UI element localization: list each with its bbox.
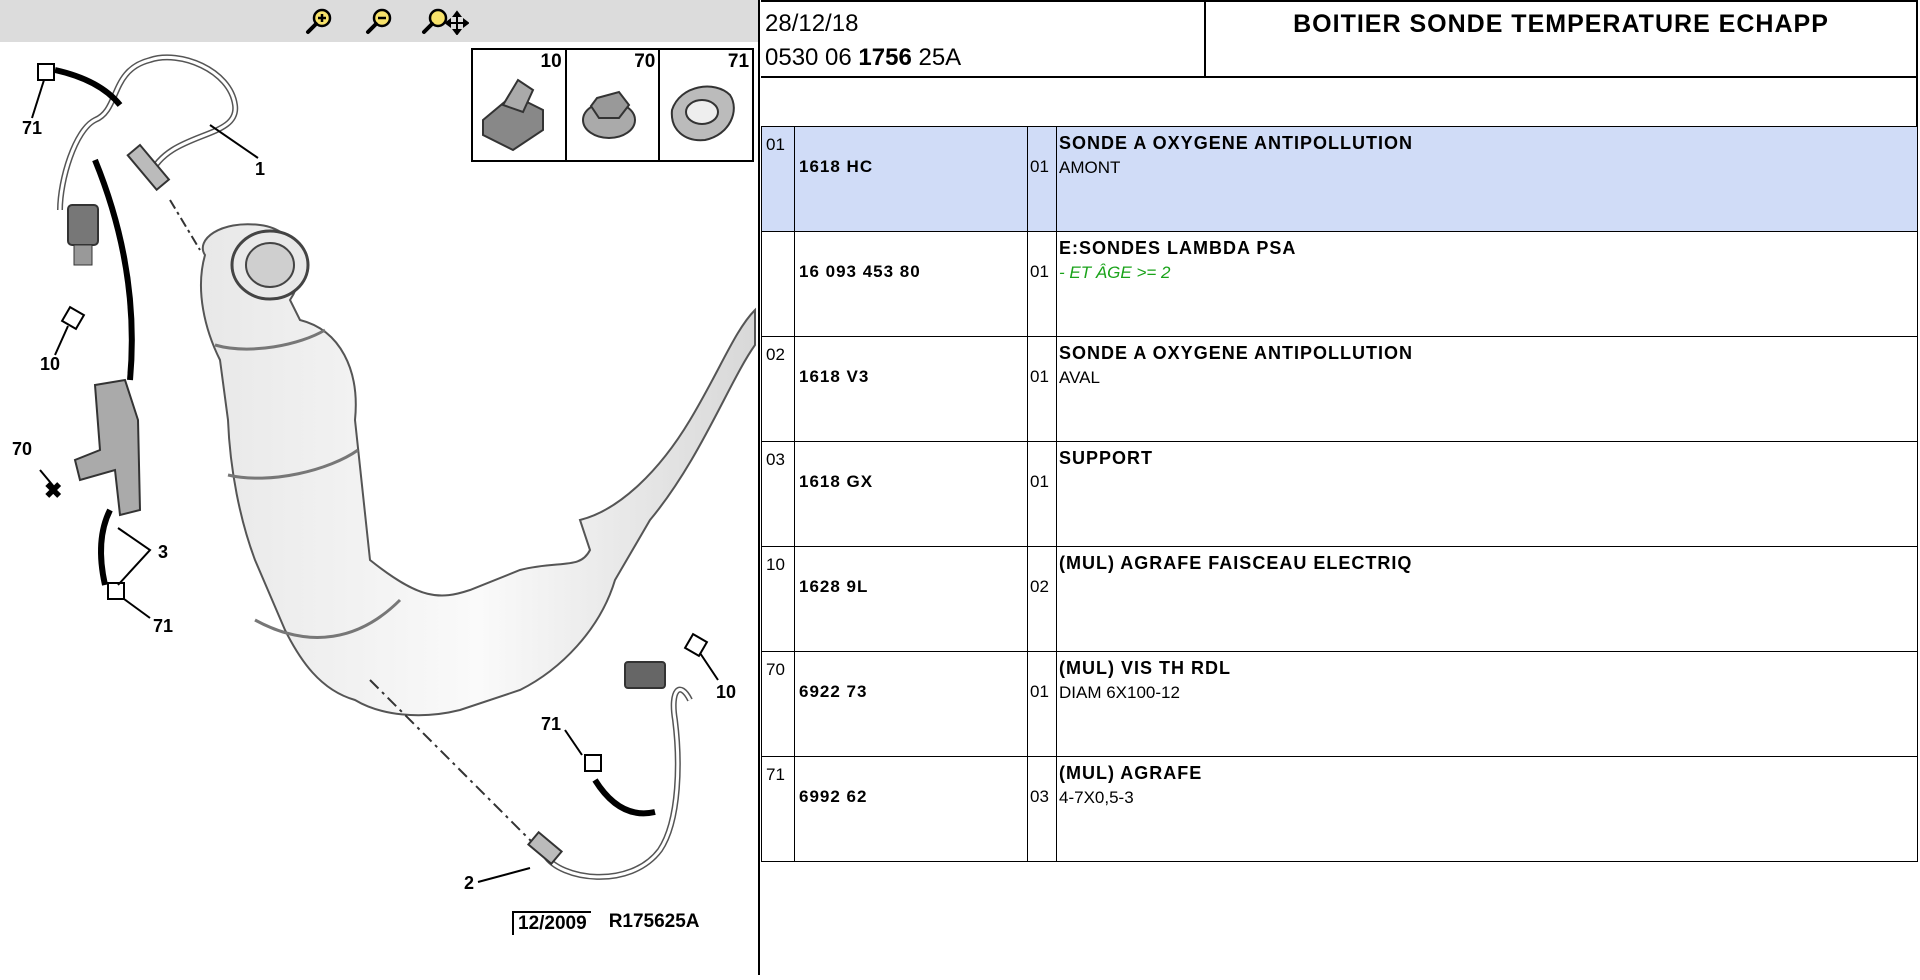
exploded-diagram: ✖ 71 1 10 70 3 71 10 71 2 bbox=[0, 42, 758, 975]
part-desc-sub: - ET ÂGE >= 2 bbox=[1059, 263, 1171, 282]
part-thumbnails: 10 70 71 bbox=[471, 48, 754, 162]
callout-71-a: 71 bbox=[22, 118, 42, 138]
callout-71-c: 71 bbox=[541, 714, 561, 734]
part-qty: 02 bbox=[1027, 546, 1057, 652]
part-desc-sub: 4-7X0,5-3 bbox=[1059, 788, 1134, 807]
part-desc-main: SONDE A OXYGENE ANTIPOLLUTION bbox=[1059, 133, 1414, 153]
part-desc-sub: AMONT bbox=[1059, 158, 1121, 177]
clip-part-icon bbox=[482, 78, 544, 152]
part-ref: 02 bbox=[761, 336, 795, 442]
exhaust-diagram-drawing: ✖ 71 1 10 70 3 71 10 71 2 bbox=[12, 54, 756, 893]
zoom-out-icon bbox=[366, 8, 392, 34]
diagram-pane: ✖ 71 1 10 70 3 71 10 71 2 10 70 bbox=[0, 0, 760, 975]
part-desc-main: E:SONDES LAMBDA PSA bbox=[1059, 238, 1297, 258]
part-desc-main: (MUL) AGRAFE bbox=[1059, 763, 1203, 783]
part-ref: 71 bbox=[761, 756, 795, 862]
part-desc-sub: DIAM 6X100-12 bbox=[1059, 683, 1180, 702]
part-ref: 01 bbox=[761, 126, 795, 232]
callout-10-b: 10 bbox=[716, 682, 736, 702]
diagram-reference: 12/2009 R175625A bbox=[512, 911, 700, 935]
code-prefix: 0530 06 bbox=[765, 44, 859, 71]
callout-3: 3 bbox=[158, 542, 168, 562]
part-desc-main: (MUL) VIS TH RDL bbox=[1059, 658, 1231, 678]
header-code: 0530 06 1756 25A bbox=[765, 44, 961, 72]
part-description: SONDE A OXYGENE ANTIPOLLUTION AVAL bbox=[1056, 336, 1918, 442]
wire-clip-part-icon bbox=[671, 85, 736, 142]
callout-71-b: 71 bbox=[153, 616, 173, 636]
part-desc-main: SONDE A OXYGENE ANTIPOLLUTION bbox=[1059, 343, 1414, 363]
part-number[interactable]: 1618 V3 bbox=[794, 336, 1028, 442]
diagram-code: R175625A bbox=[608, 911, 700, 932]
part-desc-sub: AVAL bbox=[1059, 368, 1100, 387]
thumbnail-number: 71 bbox=[727, 51, 750, 72]
callout-70: 70 bbox=[12, 439, 32, 459]
part-description: SONDE A OXYGENE ANTIPOLLUTION AMONT bbox=[1056, 126, 1918, 232]
part-ref: 03 bbox=[761, 441, 795, 547]
parts-header: 28/12/18 0530 06 1756 25A BOITIER SONDE … bbox=[761, 0, 1918, 78]
parts-pane: 28/12/18 0530 06 1756 25A BOITIER SONDE … bbox=[761, 0, 1920, 975]
part-qty: 01 bbox=[1027, 336, 1057, 442]
header-info: 28/12/18 0530 06 1756 25A bbox=[761, 2, 1206, 76]
code-suffix: 25A bbox=[911, 44, 962, 71]
thumbnail-number: 10 bbox=[540, 51, 562, 72]
page-title: BOITIER SONDE TEMPERATURE ECHAPP bbox=[1293, 10, 1829, 38]
part-qty: 01 bbox=[1027, 441, 1057, 547]
part-ref bbox=[761, 231, 795, 337]
part-description: E:SONDES LAMBDA PSA - ET ÂGE >= 2 bbox=[1056, 231, 1918, 337]
part-desc-main: (MUL) AGRAFE FAISCEAU ELECTRIQ bbox=[1059, 553, 1413, 573]
part-number[interactable]: 1618 GX bbox=[794, 441, 1028, 547]
svg-text:✖: ✖ bbox=[44, 478, 62, 503]
part-desc-main: SUPPORT bbox=[1059, 448, 1154, 468]
part-description: SUPPORT bbox=[1056, 441, 1918, 547]
zoom-in-button[interactable] bbox=[302, 6, 338, 36]
part-qty: 01 bbox=[1027, 126, 1057, 232]
header-date: 28/12/18 bbox=[765, 10, 859, 37]
code-bold: 1756 bbox=[858, 44, 912, 71]
part-description: (MUL) AGRAFE FAISCEAU ELECTRIQ bbox=[1056, 546, 1918, 652]
part-ref: 70 bbox=[761, 651, 795, 757]
callout-1: 1 bbox=[255, 159, 265, 179]
part-description: (MUL) VIS TH RDL DIAM 6X100-12 bbox=[1056, 651, 1918, 757]
part-qty: 01 bbox=[1027, 231, 1057, 337]
part-number[interactable]: 1618 HC bbox=[794, 126, 1028, 232]
thumbnail-71[interactable]: 71 bbox=[660, 50, 752, 160]
thumbnail-10[interactable]: 10 bbox=[473, 50, 567, 160]
part-number[interactable]: 6992 62 bbox=[794, 756, 1028, 862]
part-ref: 10 bbox=[761, 546, 795, 652]
zoom-pan-icon bbox=[422, 8, 469, 35]
part-qty: 01 bbox=[1027, 651, 1057, 757]
callout-10-a: 10 bbox=[40, 354, 60, 374]
part-qty: 03 bbox=[1027, 756, 1057, 862]
part-number[interactable]: 1628 9L bbox=[794, 546, 1028, 652]
part-description: (MUL) AGRAFE 4-7X0,5-3 bbox=[1056, 756, 1918, 862]
screw-part-icon bbox=[581, 90, 636, 139]
diagram-toolbar bbox=[0, 0, 758, 42]
part-number[interactable]: 16 093 453 80 bbox=[794, 231, 1028, 337]
diagram-date: 12/2009 bbox=[512, 911, 591, 935]
zoom-in-icon bbox=[306, 8, 332, 34]
zoom-pan-button[interactable] bbox=[420, 6, 470, 36]
thumbnail-number: 70 bbox=[634, 51, 656, 72]
thumbnail-70[interactable]: 70 bbox=[567, 50, 661, 160]
subheader-blank bbox=[761, 76, 1918, 128]
zoom-out-button[interactable] bbox=[362, 6, 398, 36]
part-number[interactable]: 6922 73 bbox=[794, 651, 1028, 757]
callout-2: 2 bbox=[464, 873, 474, 893]
